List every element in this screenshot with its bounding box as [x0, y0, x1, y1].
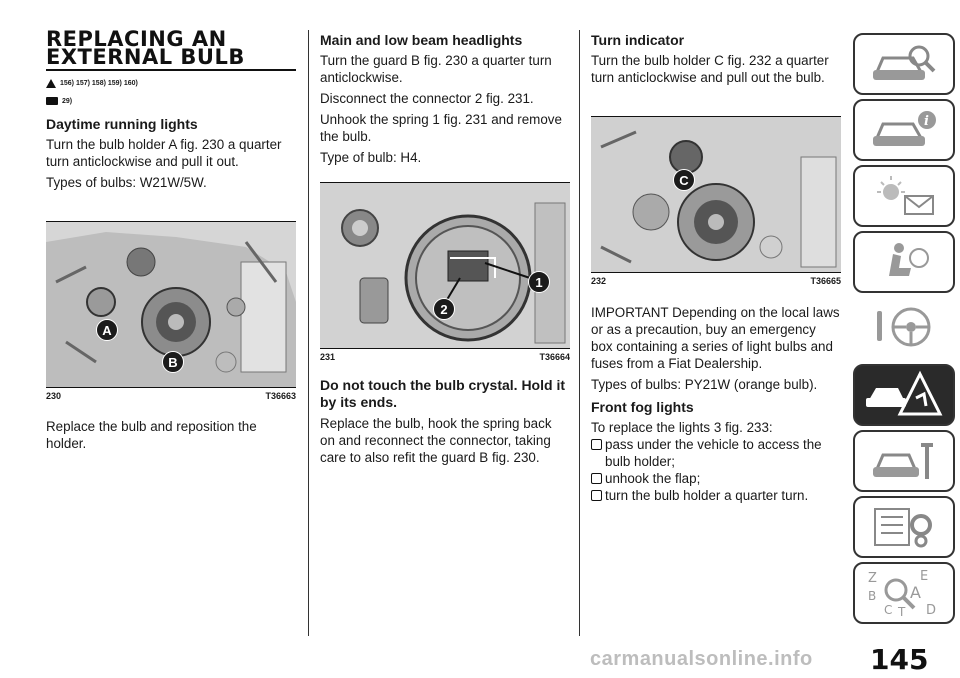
callout-a: A	[96, 319, 118, 341]
tab-safety[interactable]	[853, 231, 955, 293]
index-letter: A	[910, 583, 921, 602]
figure-231: 1 2	[320, 182, 570, 349]
car-info-icon: i	[873, 111, 936, 146]
warning-refs: 156) 157) 158) 159) 160)	[46, 77, 296, 89]
warning-refs-text: 156) 157) 158) 159) 160)	[60, 79, 138, 87]
turn-indicator-image	[591, 117, 841, 272]
warning-lights-icon	[877, 176, 934, 215]
figure-number: 232	[591, 276, 607, 286]
technical-data-icon	[874, 508, 932, 548]
bold-note: Do not touch the bulb crystal. Hold it b…	[320, 377, 565, 410]
heading-front-fog-lights: Front fog lights	[591, 399, 694, 415]
callout-b: B	[162, 351, 184, 373]
index-letter: B	[868, 589, 876, 603]
paragraph: Type of bulb: H4.	[320, 150, 422, 165]
paragraph: Types of bulbs: W21W/5W.	[46, 175, 207, 190]
figure-code: T36663	[265, 391, 296, 401]
list-item: turn the bulb holder a quarter turn.	[591, 487, 841, 504]
paragraph: Replace the bulb, hook the spring back o…	[320, 416, 552, 465]
column-2: Main and low beam headlights Turn the gu…	[320, 30, 570, 466]
index-letter: D	[926, 603, 936, 618]
section-title-line-2: EXTERNAL BULB	[46, 45, 245, 69]
list-item: pass under the vehicle to access the bul…	[591, 436, 841, 470]
figure-230: A B	[46, 221, 296, 388]
watermark: carmanualsonline.info	[590, 648, 813, 670]
tab-driving[interactable]	[853, 297, 955, 359]
tab-car-search[interactable]	[853, 33, 955, 95]
figure-231-caption: 231 T36664	[320, 352, 570, 362]
index-search-icon: Z E A B C T D	[868, 569, 936, 619]
tab-warning-lights[interactable]	[853, 165, 955, 227]
figure-code: T36665	[810, 276, 841, 286]
checkbox-bullet-icon	[591, 490, 602, 501]
tab-technical-data[interactable]	[853, 496, 955, 558]
section-title-line-1: REPLACING AN	[46, 27, 227, 51]
figure-230-caption: 230 T36663	[46, 391, 296, 401]
tab-car-info[interactable]: i	[853, 99, 955, 161]
important-note: IMPORTANT Depending on the local laws or…	[591, 305, 840, 371]
paragraph: Replace the bulb and reposition the hold…	[46, 419, 257, 451]
index-letter: T	[897, 605, 906, 619]
list-item: unhook the flap;	[591, 470, 841, 487]
heading-main-low-beam: Main and low beam headlights	[320, 32, 523, 48]
callout-c: C	[673, 169, 695, 191]
tab-maintenance[interactable]	[853, 430, 955, 492]
emergency-breakdown-icon	[866, 370, 943, 416]
figure-number: 230	[46, 391, 62, 401]
checkbox-bullet-icon	[591, 473, 602, 484]
page-number: 145	[870, 643, 929, 676]
figure-code: T36664	[539, 352, 570, 362]
car-search-icon	[873, 45, 936, 80]
column-divider	[579, 30, 580, 636]
index-letter: Z	[868, 571, 877, 586]
callout-1: 1	[528, 271, 550, 293]
callout-2: 2	[433, 298, 455, 320]
svg-text:i: i	[924, 114, 929, 129]
list-item-text: pass under the vehicle to access the bul…	[605, 437, 822, 469]
note-icon	[46, 97, 58, 105]
figure-232: C	[591, 116, 841, 273]
tab-emergency[interactable]	[853, 364, 955, 426]
index-letter: C	[884, 603, 892, 617]
note-refs-text: 29)	[62, 97, 73, 105]
steering-wheel-key-icon	[877, 307, 931, 347]
paragraph: Turn the guard B fig. 230 a quarter turn…	[320, 53, 552, 85]
paragraph: Types of bulbs: PY21W (orange bulb).	[591, 377, 818, 392]
heading-daytime-running-lights: Daytime running lights	[46, 116, 198, 132]
paragraph: Disconnect the connector 2 fig. 231.	[320, 91, 534, 106]
figure-number: 231	[320, 352, 336, 362]
column-1: REPLACING AN EXTERNAL BULB 156) 157) 158…	[46, 27, 296, 452]
note-refs: 29)	[46, 95, 296, 107]
paragraph: Turn the bulb holder A fig. 230 a quarte…	[46, 137, 282, 169]
figure-232-caption: 232 T36665	[591, 276, 841, 286]
heading-turn-indicator: Turn indicator	[591, 32, 685, 48]
paragraph: Unhook the spring 1 fig. 231 and remove …	[320, 112, 562, 144]
checkbox-bullet-icon	[591, 439, 602, 450]
headlight-bulb-image	[320, 183, 570, 348]
column-3: Turn indicator Turn the bulb holder C fi…	[591, 30, 841, 504]
list-item-text: unhook the flap;	[605, 471, 701, 486]
car-maintenance-icon	[873, 443, 933, 479]
index-letter: E	[920, 569, 928, 584]
column-divider	[308, 30, 309, 636]
safety-seat-airbag-icon	[889, 243, 929, 276]
tab-index[interactable]: Z E A B C T D	[853, 562, 955, 624]
title-rule	[46, 69, 296, 71]
paragraph: Turn the bulb holder C fig. 232 a quarte…	[591, 53, 829, 85]
section-title: REPLACING AN EXTERNAL BULB	[46, 27, 296, 69]
warning-triangle-icon	[46, 78, 56, 88]
list-item-text: turn the bulb holder a quarter turn.	[605, 488, 809, 503]
paragraph: To replace the lights 3 fig. 233:	[591, 420, 773, 435]
headlight-rear-image	[46, 222, 296, 387]
